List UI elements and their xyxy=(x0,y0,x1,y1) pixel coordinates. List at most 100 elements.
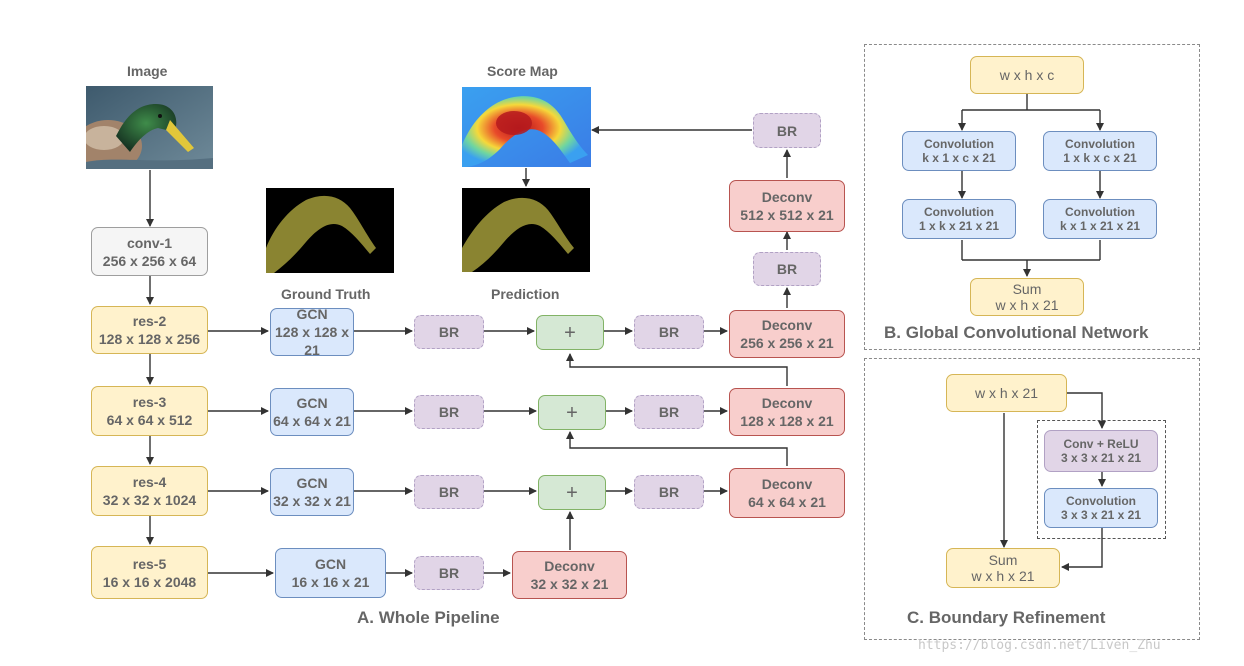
res4-dims: 32 x 32 x 1024 xyxy=(102,492,197,508)
br-node-upsample-1: BR xyxy=(753,252,821,286)
br-node-gcn-4: BR xyxy=(414,556,484,590)
gcn-node-4: GCN 16 x 16 x 21 xyxy=(275,548,386,598)
br-node-upsample-2: BR xyxy=(753,113,821,148)
deconv-name: Deconv xyxy=(761,395,813,411)
res2-name: res-2 xyxy=(132,313,167,329)
gcn-dims: 64 x 64 x 21 xyxy=(273,413,351,429)
res2-node: res-2 128 x 128 x 256 xyxy=(91,306,208,354)
gcn-node-1: GCN 128 x 128 x 21 xyxy=(270,306,354,358)
ground-truth-label: Ground Truth xyxy=(281,286,371,302)
sum-name: Sum xyxy=(1012,281,1042,297)
deconv-dims: 128 x 128 x 21 xyxy=(740,413,834,429)
gcn-panel-input: w x h x c xyxy=(970,56,1084,94)
br-node-gcn-2: BR xyxy=(414,395,484,429)
deconv-name: Deconv xyxy=(761,189,813,205)
br-panel-frame xyxy=(864,358,1200,640)
gcn-dims: 128 x 128 x 21 xyxy=(275,324,349,358)
br-panel-conv: Convolution 3 x 3 x 21 x 21 xyxy=(1044,488,1158,528)
edge-deconv3-plus1 xyxy=(566,353,788,386)
gcn-panel-conv-left-bottom: Convolution 1 x k x 21 x 21 xyxy=(902,199,1016,239)
br-node-gcn-3: BR xyxy=(414,475,484,509)
conv1-dims: 256 x 256 x 64 xyxy=(102,252,197,269)
sum-node-3: + xyxy=(538,475,606,510)
br-panel-input: w x h x 21 xyxy=(946,374,1067,412)
conv-kernel: k x 1 x 21 x 21 xyxy=(1059,219,1141,233)
conv-name: Convolution xyxy=(1065,137,1135,151)
conv1-node: conv-1 256 x 256 x 64 xyxy=(91,227,208,276)
br-panel-conv-relu: Conv + ReLU 3 x 3 x 21 x 21 xyxy=(1044,430,1158,472)
conv-kernel: 3 x 3 x 21 x 21 xyxy=(1060,508,1142,522)
deconv-name: Deconv xyxy=(761,317,813,333)
br-node-sum-3: BR xyxy=(634,475,704,509)
gcn-node-2: GCN 64 x 64 x 21 xyxy=(270,388,354,436)
deconv-dims: 64 x 64 x 21 xyxy=(748,494,826,510)
gcn-name: GCN xyxy=(296,475,328,491)
prediction-mask xyxy=(462,188,590,272)
deconv-name: Deconv xyxy=(544,558,595,574)
br-node-sum-2: BR xyxy=(634,395,704,429)
br-node-gcn-1: BR xyxy=(414,315,484,349)
res5-name: res-5 xyxy=(132,555,167,572)
gcn-dims: 16 x 16 x 21 xyxy=(291,574,370,590)
gcn-name: GCN xyxy=(314,556,347,572)
deconv-node-64: Deconv 64 x 64 x 21 xyxy=(729,468,845,518)
res2-dims: 128 x 128 x 256 xyxy=(98,331,201,347)
gcn-name: GCN xyxy=(296,306,328,322)
gcn-name: GCN xyxy=(296,395,328,411)
res4-name: res-4 xyxy=(132,474,167,490)
br-panel-residual-frame xyxy=(1037,420,1166,539)
res5-node: res-5 16 x 16 x 2048 xyxy=(91,546,208,599)
deconv-name: Deconv xyxy=(761,476,813,492)
res5-dims: 16 x 16 x 2048 xyxy=(102,573,197,590)
image-label: Image xyxy=(127,63,168,79)
gcn-panel-title: B. Global Convolutional Network xyxy=(884,323,1149,342)
br-node-sum-1: BR xyxy=(634,315,704,349)
conv-kernel: k x 1 x c x 21 xyxy=(922,151,996,165)
score-map-image xyxy=(462,87,591,167)
edge-c-conv-sum xyxy=(1061,528,1103,571)
prediction-label: Prediction xyxy=(491,286,560,302)
sum-node-2: + xyxy=(538,395,606,430)
deconv-dims: 256 x 256 x 21 xyxy=(740,335,834,351)
deconv-node-512: Deconv 512 x 512 x 21 xyxy=(729,180,845,232)
gcn-panel-frame xyxy=(864,44,1200,350)
gcn-panel-conv-left-top: Convolution k x 1 x c x 21 xyxy=(902,131,1016,171)
score-map-label: Score Map xyxy=(487,63,558,79)
conv-name: Convolution xyxy=(1065,205,1135,219)
deconv-dims: 32 x 32 x 21 xyxy=(530,576,609,592)
conv-name: Convolution xyxy=(1066,494,1136,508)
gcn-dims: 32 x 32 x 21 xyxy=(273,493,351,509)
deconv-node-32: Deconv 32 x 32 x 21 xyxy=(512,551,627,599)
gcn-panel-conv-right-bottom: Convolution k x 1 x 21 x 21 xyxy=(1043,199,1157,239)
edge-c-input-branch xyxy=(1067,392,1106,429)
gcn-panel-conv-right-top: Convolution 1 x k x c x 21 xyxy=(1043,131,1157,171)
deconv-node-128: Deconv 128 x 128 x 21 xyxy=(729,388,845,436)
conv-kernel: 1 x k x 21 x 21 xyxy=(918,219,1000,233)
edge-deconv4-plus2 xyxy=(566,431,788,466)
deconv-node-256: Deconv 256 x 256 x 21 xyxy=(729,310,845,358)
conv-relu-kernel: 3 x 3 x 21 x 21 xyxy=(1060,451,1142,465)
watermark-text: https://blog.csdn.net/Liven_Zhu xyxy=(918,638,1161,653)
br-panel-sum: Sum w x h x 21 xyxy=(946,548,1060,588)
sum-name: Sum xyxy=(988,552,1018,568)
pipeline-title: A. Whole Pipeline xyxy=(357,608,500,627)
sum-node-1: + xyxy=(536,315,604,350)
res3-name: res-3 xyxy=(132,394,167,410)
conv-kernel: 1 x k x c x 21 xyxy=(1063,151,1137,165)
res3-node: res-3 64 x 64 x 512 xyxy=(91,386,208,436)
conv-relu-name: Conv + ReLU xyxy=(1063,437,1139,451)
gcn-panel-sum: Sum w x h x 21 xyxy=(970,278,1084,316)
input-duck-image xyxy=(86,86,213,169)
gcn-node-3: GCN 32 x 32 x 21 xyxy=(270,468,354,516)
res4-node: res-4 32 x 32 x 1024 xyxy=(91,466,208,516)
br-panel-title: C. Boundary Refinement xyxy=(907,608,1106,627)
conv-name: Convolution xyxy=(924,137,994,151)
sum-dims: w x h x 21 xyxy=(995,297,1059,313)
conv1-name: conv-1 xyxy=(126,234,173,251)
deconv-dims: 512 x 512 x 21 xyxy=(740,207,834,223)
sum-dims: w x h x 21 xyxy=(971,568,1035,584)
conv-name: Convolution xyxy=(924,205,994,219)
res3-dims: 64 x 64 x 512 xyxy=(106,412,193,428)
